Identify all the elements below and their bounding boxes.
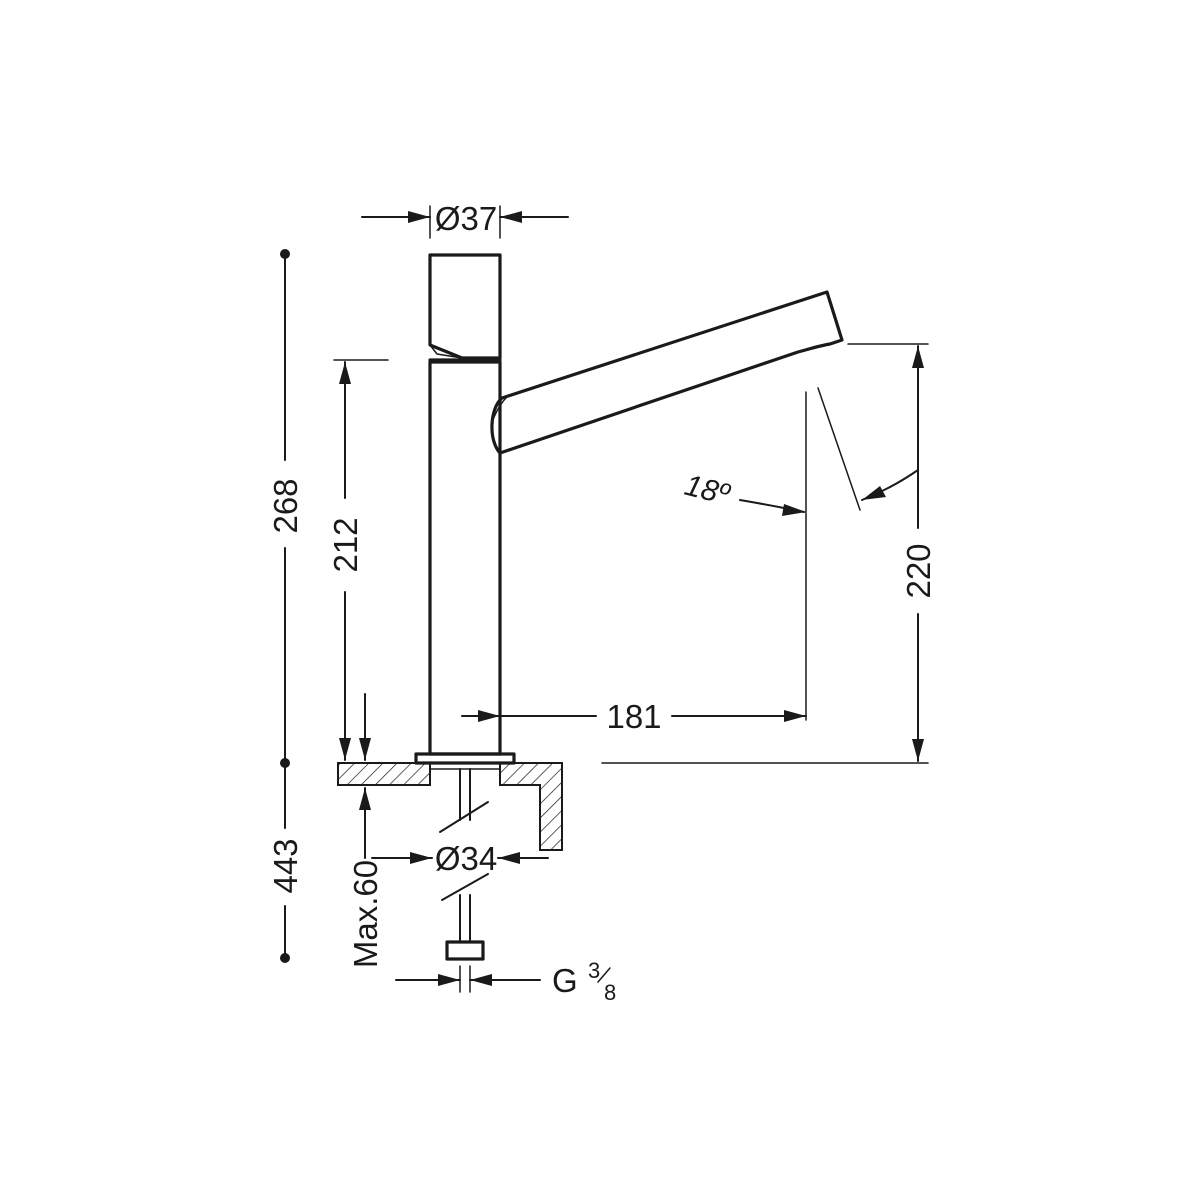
arrow-34-left xyxy=(410,852,432,864)
arrow-angle-left xyxy=(782,504,806,516)
arrow-37-right xyxy=(500,211,522,223)
deck-washer xyxy=(429,762,501,770)
arrow-212-up xyxy=(339,362,351,384)
dimension-overall: 268 443 xyxy=(267,249,304,963)
handle-notch xyxy=(429,344,463,359)
arrow-220-down xyxy=(912,739,924,761)
arrow-max-down xyxy=(359,738,371,760)
label-base-diameter: Ø34 xyxy=(435,840,497,877)
dimension-spout-angle: 18º xyxy=(681,387,919,516)
arrow-181-left xyxy=(478,710,500,722)
dimension-max-deck: Max.60 xyxy=(347,693,384,968)
countertop-right xyxy=(499,762,563,851)
countertop-left xyxy=(337,762,431,786)
countertop-section xyxy=(337,762,563,851)
arrow-181-right xyxy=(784,710,806,722)
arrow-angle-right xyxy=(862,486,886,500)
break-mark-top xyxy=(439,801,489,833)
label-connection-denominator: 8 xyxy=(604,980,616,1005)
label-max-deck: Max.60 xyxy=(347,860,384,968)
label-spout-clearance: 220 xyxy=(900,543,937,598)
supply-hose xyxy=(439,768,489,961)
arrow-g-left xyxy=(438,974,460,986)
fraction-bar xyxy=(597,967,611,983)
faucet-body xyxy=(414,253,516,765)
label-spout-angle: 18º xyxy=(681,469,734,512)
handle-cap xyxy=(428,253,502,360)
arrow-34-right xyxy=(498,852,520,864)
spout-joint xyxy=(491,397,507,423)
dimension-outlet-height: 212 xyxy=(327,359,389,761)
label-body-diameter: Ø37 xyxy=(435,200,497,237)
dimension-spout-clearance: 220 xyxy=(601,343,937,764)
label-spout-reach: 181 xyxy=(606,698,661,735)
hose-nut xyxy=(445,940,485,961)
label-overall-height: 268 xyxy=(267,478,304,533)
faucet-column xyxy=(428,360,502,756)
arrow-220-up xyxy=(912,346,924,368)
arrow-212-down xyxy=(339,738,351,760)
label-connection-letter: G xyxy=(552,962,578,999)
arrow-max-up xyxy=(359,788,371,810)
break-mark-bottom xyxy=(441,873,489,901)
spout-outline xyxy=(490,290,844,455)
label-outlet-height: 212 xyxy=(327,517,364,572)
dimension-base-diameter: Ø34 xyxy=(371,840,549,877)
dimension-connection: G 3 8 xyxy=(395,958,616,1005)
spout xyxy=(490,290,844,455)
angle-leg xyxy=(817,387,861,511)
arrow-g-right xyxy=(470,974,492,986)
label-below-deck: 443 xyxy=(267,838,304,893)
label-connection-numerator: 3 xyxy=(588,958,600,983)
arrow-37-left xyxy=(408,211,430,223)
dimension-body-diameter: Ø37 xyxy=(361,200,569,239)
base-flange xyxy=(414,752,516,765)
dimension-spout-reach: 181 xyxy=(461,391,807,735)
